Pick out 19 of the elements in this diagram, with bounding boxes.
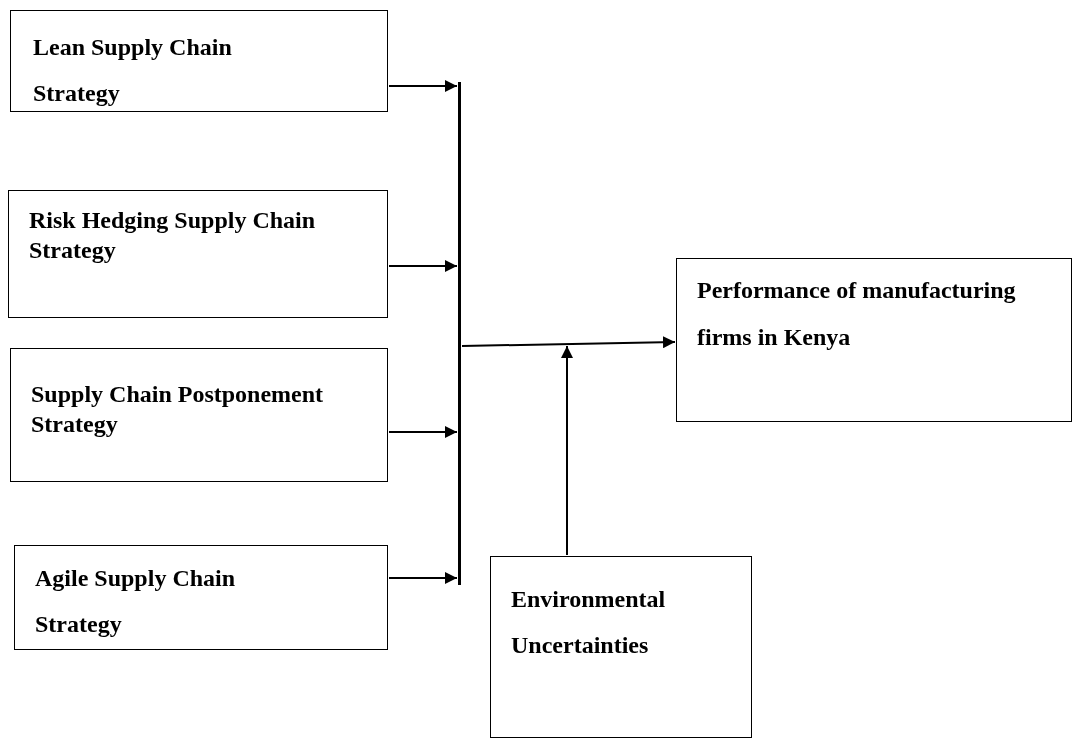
arrow (461, 336, 676, 349)
text-box (10, 10, 388, 112)
text-box (490, 556, 752, 738)
box-text: Supply Chain Postponement Strategy (31, 380, 325, 439)
arrow (561, 345, 573, 556)
box-text: Risk Hedging Supply Chain Strategy (29, 206, 317, 265)
arrow (388, 426, 458, 438)
box-text: Performance of manufacturing firms in Kenya (697, 276, 1017, 352)
text-box (10, 348, 388, 482)
arrow (388, 80, 458, 92)
text-box (676, 258, 1072, 422)
text-box (14, 545, 388, 650)
text-box (8, 190, 388, 318)
box-text: Agile Supply Chain Strategy (35, 564, 237, 639)
arrow (388, 572, 458, 584)
arrow (388, 260, 458, 272)
box-text: Environmental Uncertainties (511, 585, 667, 660)
junction-bar (458, 82, 461, 585)
box-text: Lean Supply Chain Strategy (33, 33, 233, 108)
